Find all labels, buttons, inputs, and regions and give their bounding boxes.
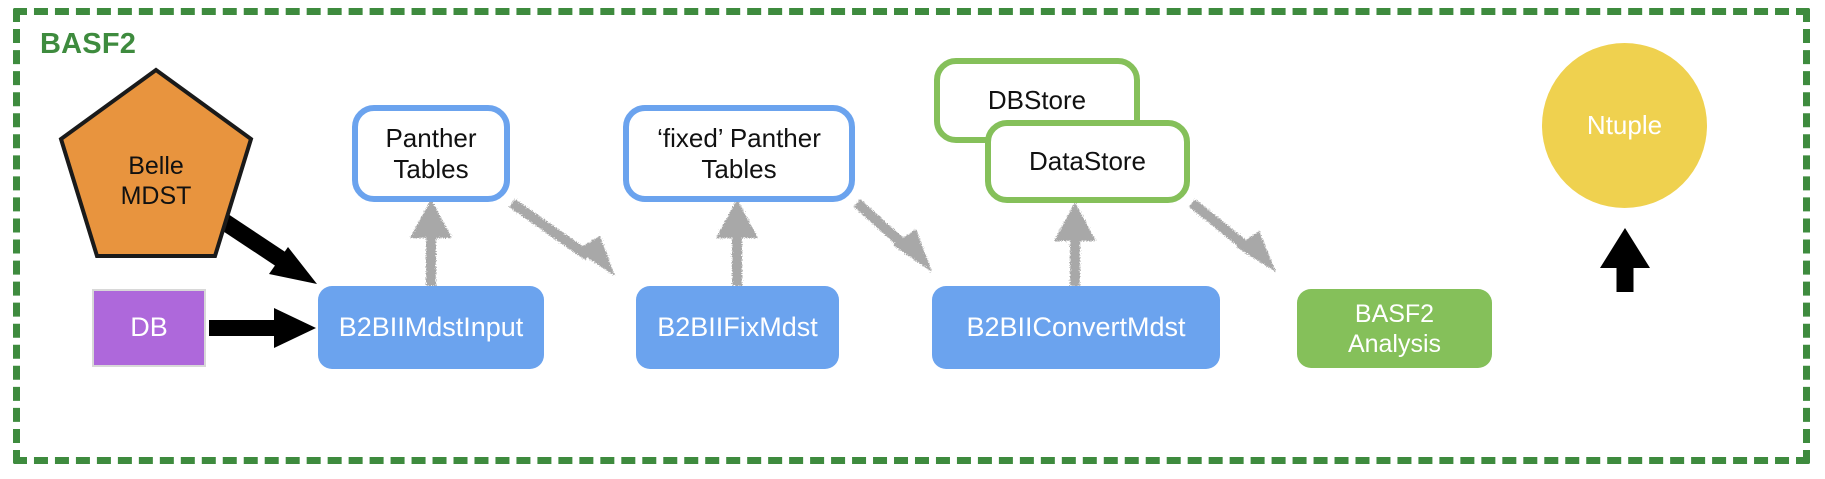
panther-tables-line2: Tables [393,153,469,184]
node-b2bii-mdst-input-label: B2BIIMdstInput [338,311,524,342]
node-db[interactable]: DB [92,289,206,367]
node-ntuple-label: Ntuple [1586,110,1663,141]
node-basf2-analysis[interactable]: BASF2 Analysis [1297,289,1492,368]
node-db-label: DB [130,312,168,343]
basf2-analysis-line2: Analysis [1347,329,1442,358]
pentagon-shape [58,67,254,258]
basf2-container-frame [13,8,1810,464]
node-belle-mdst[interactable]: Belle MDST [57,66,255,262]
node-datastore[interactable]: DataStore [985,120,1190,203]
fixed-panther-tables-line1: ‘fixed’ Panther [657,122,821,153]
node-b2bii-convert-mdst[interactable]: B2BIIConvertMdst [932,286,1220,369]
basf2-frame-title: BASF2 [40,28,137,60]
panther-tables-line1: Panther [385,122,477,153]
fixed-panther-tables-line2: Tables [701,153,777,184]
basf2-analysis-line1: BASF2 [1354,299,1435,328]
node-panther-tables[interactable]: Panther Tables [352,105,510,202]
node-b2bii-mdst-input[interactable]: B2BIIMdstInput [318,286,544,369]
node-b2bii-fix-mdst[interactable]: B2BIIFixMdst [636,286,839,369]
node-b2bii-fix-mdst-label: B2BIIFixMdst [657,311,818,342]
node-b2bii-convert-mdst-label: B2BIIConvertMdst [966,311,1186,342]
node-ntuple[interactable]: Ntuple [1542,43,1707,208]
node-fixed-panther-tables[interactable]: ‘fixed’ Panther Tables [623,105,855,202]
node-dbstore-label: DBStore [987,85,1087,116]
node-datastore-label: DataStore [1028,146,1147,177]
